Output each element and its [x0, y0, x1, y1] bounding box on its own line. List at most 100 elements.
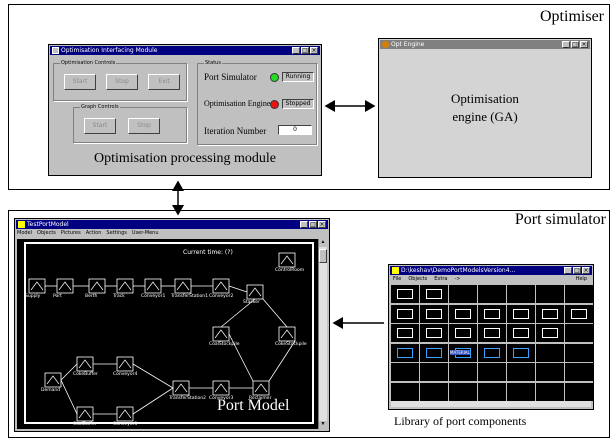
minimize-button[interactable]: _: [292, 47, 300, 54]
library-hscrollbar[interactable]: [391, 401, 591, 407]
library-component-cell[interactable]: [507, 304, 535, 323]
library-component-cell[interactable]: [478, 324, 506, 342]
library-minimize-button[interactable]: _: [564, 267, 572, 274]
library-component-cell[interactable]: [565, 285, 593, 303]
library-component-cell[interactable]: [565, 304, 593, 323]
library-component-cell[interactable]: [449, 285, 477, 303]
library-component-cell[interactable]: MATERIAL: [449, 343, 477, 362]
library-component-cell[interactable]: [420, 363, 448, 381]
library-component-cell[interactable]: [536, 363, 564, 381]
library-app-icon: [392, 267, 399, 274]
library-component-cell[interactable]: [478, 382, 506, 401]
node-label: Conveyor3: [209, 396, 234, 401]
library-component-cell[interactable]: [420, 382, 448, 401]
library-component-cell[interactable]: [449, 324, 477, 342]
engine-maximize-button[interactable]: □: [571, 41, 579, 48]
engine-minimize-button[interactable]: _: [562, 41, 570, 48]
library-component-cell[interactable]: [420, 285, 448, 303]
opt-engine-window: Opt Engine _ □ × Optimisation engine (GA…: [378, 38, 592, 178]
graph-start-button[interactable]: Start: [84, 118, 116, 134]
node-control-room[interactable]: [278, 252, 296, 268]
node-label: Conveyor4: [113, 372, 138, 377]
library-component-cell[interactable]: [507, 324, 535, 342]
library-component-cell[interactable]: [507, 363, 535, 381]
library-component-cell[interactable]: [536, 324, 564, 342]
library-maximize-button[interactable]: □: [573, 267, 581, 274]
graph-controls-label: Graph Controls: [80, 104, 120, 111]
library-component-cell[interactable]: [449, 382, 477, 401]
library-component-cell[interactable]: [391, 382, 419, 401]
library-component-cell[interactable]: [536, 382, 564, 401]
model-menu-item[interactable]: Pictures: [60, 230, 81, 236]
graph-stop-button[interactable]: Stop: [128, 118, 160, 134]
scroll-down-arrow[interactable]: ▼: [319, 421, 327, 429]
flow-link: [262, 298, 288, 328]
scroll-thumb[interactable]: [319, 249, 327, 263]
scroll-up-arrow[interactable]: ▲: [319, 239, 327, 247]
library-component-cell[interactable]: [420, 324, 448, 342]
maximize-button[interactable]: □: [301, 47, 309, 54]
node-label: CokeBuffer: [73, 372, 98, 377]
opt-start-button[interactable]: Start: [64, 74, 96, 90]
library-title-bar[interactable]: D:\keshav\DemoPortModelsVersion4... _ □ …: [390, 266, 592, 275]
library-component-cell[interactable]: [507, 343, 535, 362]
library-menu-item[interactable]: ->: [454, 276, 461, 282]
model-menu-item[interactable]: Action: [85, 230, 102, 236]
flow-link: [60, 379, 78, 415]
model-menu-item[interactable]: Objects: [37, 230, 56, 236]
opt-exit-button[interactable]: Exit: [148, 74, 180, 90]
library-component-cell[interactable]: [507, 285, 535, 303]
library-component-cell[interactable]: [391, 324, 419, 342]
library-grid: MATERIAL: [391, 285, 593, 403]
library-component-cell[interactable]: [478, 363, 506, 381]
opt-engine-text-line1: Optimisation: [451, 91, 519, 106]
library-component-cell[interactable]: [478, 285, 506, 303]
model-menu-item[interactable]: Settings: [106, 230, 127, 236]
library-component-cell[interactable]: [449, 363, 477, 381]
model-close-button[interactable]: ×: [318, 221, 326, 228]
port-model-title-bar[interactable]: TestPortModel _ □ ×: [16, 220, 328, 229]
library-component-cell[interactable]: [565, 382, 593, 401]
model-menu-item[interactable]: User-Menu: [131, 230, 159, 236]
library-component-cell[interactable]: [565, 363, 593, 381]
library-component-cell[interactable]: [420, 304, 448, 323]
component-icon: [513, 347, 529, 358]
library-component-cell[interactable]: [565, 324, 593, 342]
engine-close-button[interactable]: ×: [580, 41, 588, 48]
close-button[interactable]: ×: [310, 47, 318, 54]
port-model-scrollbar[interactable]: ▲ ▼: [318, 239, 327, 429]
library-close-button[interactable]: ×: [582, 267, 590, 274]
opt-stop-button[interactable]: Stop: [106, 74, 138, 90]
library-component-cell[interactable]: [391, 343, 419, 362]
model-maximize-button[interactable]: □: [309, 221, 317, 228]
library-component-cell[interactable]: [391, 363, 419, 381]
library-component-cell[interactable]: [478, 304, 506, 323]
node-label: Berth: [85, 294, 98, 299]
library-menu-item[interactable]: Extra: [434, 276, 448, 282]
library-component-cell[interactable]: [420, 343, 448, 362]
library-component-cell[interactable]: [536, 343, 564, 362]
library-component-cell[interactable]: [391, 304, 419, 323]
library-menu-item[interactable]: File: [393, 276, 402, 282]
opt-engine-title-bar[interactable]: Opt Engine _ □ ×: [380, 40, 590, 49]
model-app-icon: [18, 221, 25, 228]
library-component-cell[interactable]: [478, 343, 506, 362]
library-menu-item[interactable]: Objects: [408, 276, 428, 282]
component-icon: [455, 308, 471, 319]
library-component-cell[interactable]: [536, 304, 564, 323]
interfacing-title: Optimisation Interfacing Module: [61, 47, 158, 54]
model-minimize-button[interactable]: _: [300, 221, 308, 228]
component-icon: [484, 347, 500, 358]
library-help-menu[interactable]: Help: [575, 276, 587, 282]
library-component-cell[interactable]: [449, 304, 477, 323]
interfacing-title-bar[interactable]: Optimisation Interfacing Module _ □ ×: [50, 46, 320, 55]
library-component-cell[interactable]: [391, 285, 419, 303]
library-component-cell[interactable]: [565, 343, 593, 362]
model-menu-item[interactable]: Model: [17, 230, 33, 236]
library-component-cell[interactable]: [507, 382, 535, 401]
material-component-label: MATERIAL: [450, 349, 470, 355]
optimiser-label: Optimiser: [540, 8, 604, 25]
library-component-cell[interactable]: [536, 285, 564, 303]
